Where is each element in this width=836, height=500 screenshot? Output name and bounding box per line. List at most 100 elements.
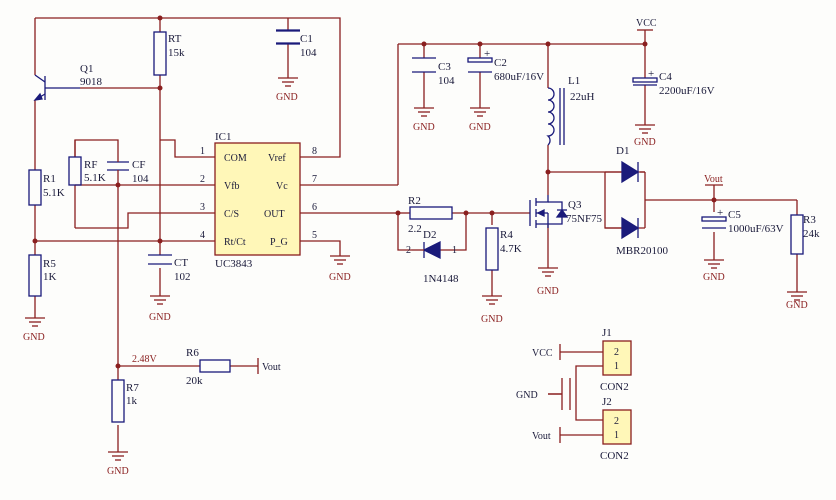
r7-value: 1k xyxy=(126,395,138,407)
ic-pin4-num: 4 xyxy=(200,230,205,241)
gnd-r3: GND xyxy=(786,291,808,311)
c4-value: 2200uF/16V xyxy=(659,85,715,97)
j1-value: CON2 xyxy=(600,381,629,393)
gnd-c5: GND xyxy=(703,259,725,283)
q3-ref: Q3 xyxy=(568,199,582,211)
ic-pin4-name: Rt/Ct xyxy=(224,237,246,248)
ic-pin5-name: P_G xyxy=(270,237,288,248)
resistor-r7: R7 1k xyxy=(111,379,139,423)
c4-plus-sign: + xyxy=(648,68,654,80)
c1-value: 104 xyxy=(300,47,317,59)
gnd-label-11: GND xyxy=(703,272,725,283)
r2-value: 2.2 xyxy=(408,223,422,235)
cf-value: 104 xyxy=(132,173,149,185)
vcc-power-flag: VCC xyxy=(636,18,657,31)
ic1-value: UC3843 xyxy=(215,258,253,270)
ic-pin8-name: Vref xyxy=(268,153,286,164)
mosfet-q3: Q3 75NF75 xyxy=(529,195,603,228)
capacitor-c2: + C2 680uF/16V xyxy=(467,48,544,83)
j2-vout-label: Vout xyxy=(532,431,551,442)
capacitor-c5: + C5 1000uF/63V xyxy=(701,207,784,235)
r4-value: 4.7K xyxy=(500,243,522,255)
gnd-label-12: GND xyxy=(786,300,808,311)
gnd-c1: GND xyxy=(276,77,298,103)
rf-ref: RF xyxy=(84,159,97,171)
ic-pin6-name: OUT xyxy=(264,209,285,220)
c4-ref: C4 xyxy=(659,71,672,83)
ic-uc3843: IC1 UC3843 COM Vfb C/S Rt/Ct Vref Vc OUT… xyxy=(200,131,317,270)
j1-ref: J1 xyxy=(602,327,612,339)
connector-j1: J1 CON2 2 1 VCC xyxy=(532,327,632,393)
resistor-r4: R4 4.7K xyxy=(485,227,522,271)
c3-value: 104 xyxy=(438,75,455,87)
r3-value: 24k xyxy=(803,228,820,240)
ic-pin7-num: 7 xyxy=(312,174,317,185)
vout-net-label-main: Vout xyxy=(704,174,723,185)
q1-ref: Q1 xyxy=(80,63,93,75)
connector-j2: J2 CON2 2 1 Vout xyxy=(532,396,632,462)
resistor-r1: R1 5.1K xyxy=(28,169,65,206)
l1-value: 22uH xyxy=(570,91,595,103)
ic-pin1-name: COM xyxy=(224,153,247,164)
ic-pin8-num: 8 xyxy=(312,146,317,157)
c3-ref: C3 xyxy=(438,61,451,73)
c5-value: 1000uF/63V xyxy=(728,223,784,235)
ground-symbols: GND GND GND GND GND xyxy=(23,77,808,477)
resistor-r5: R5 1K xyxy=(28,254,57,297)
ic-pin6-num: 6 xyxy=(312,202,317,213)
gnd-pin5: GND xyxy=(329,255,351,283)
feedback-voltage-label: 2.48V xyxy=(132,354,158,365)
r5-ref: R5 xyxy=(43,258,56,270)
r6-value: 20k xyxy=(186,375,203,387)
gnd-q3: GND xyxy=(537,267,559,297)
ic-pin3-name: C/S xyxy=(224,209,239,220)
ic-pin5-num: 5 xyxy=(312,230,317,241)
diode-d1: D1 MBR20100 xyxy=(616,145,668,257)
r4-ref: R4 xyxy=(500,229,513,241)
resistor-r3: R3 24k xyxy=(790,214,820,255)
gnd-label-7: GND xyxy=(469,122,491,133)
j1-pin1: 1 xyxy=(614,361,619,372)
vcc-net-label: VCC xyxy=(636,18,657,29)
inductor-l1: L1 22uH xyxy=(546,75,595,146)
gnd-r7: GND xyxy=(107,451,129,477)
gnd-label-9: GND xyxy=(481,314,503,325)
gnd-r4: GND xyxy=(481,295,503,325)
gnd-c3: GND xyxy=(413,107,435,133)
c2-plus-sign: + xyxy=(484,48,490,60)
j2-pin2: 2 xyxy=(614,416,619,427)
capacitor-c1: C1 104 xyxy=(276,29,317,59)
d2-ref: D2 xyxy=(423,229,436,241)
d2-value: 1N4148 xyxy=(423,273,459,285)
j1-pin2: 2 xyxy=(614,347,619,358)
gnd-c2: GND xyxy=(469,107,491,133)
gnd-c4: GND xyxy=(634,124,656,148)
capacitor-c3: C3 104 xyxy=(412,57,455,87)
rt-value: 15k xyxy=(168,47,185,59)
vout-net-label-r6: Vout xyxy=(262,362,281,373)
rf-value: 5.1K xyxy=(84,172,106,184)
gnd-label-5: GND xyxy=(107,466,129,477)
cf-ref: CF xyxy=(132,159,145,171)
gnd-label-10: GND xyxy=(537,286,559,297)
l1-ref: L1 xyxy=(568,75,580,87)
d1-value: MBR20100 xyxy=(616,245,668,257)
ic1-ref: IC1 xyxy=(215,131,232,143)
j2-pin1: 1 xyxy=(614,430,619,441)
r5-value: 1K xyxy=(43,271,57,283)
junction-dots xyxy=(32,15,717,369)
gnd-label-4: GND xyxy=(329,272,351,283)
r1-value: 5.1K xyxy=(43,187,65,199)
diode-d2: D2 1N4148 2 1 xyxy=(406,229,459,285)
c2-value: 680uF/16V xyxy=(494,71,544,83)
gnd-label-3: GND xyxy=(276,92,298,103)
ct-value: 102 xyxy=(174,271,191,283)
ic-pin2-name: Vfb xyxy=(224,181,240,192)
ic-pin7-name: Vc xyxy=(276,181,288,192)
r1-ref: R1 xyxy=(43,173,56,185)
q3-value: 75NF75 xyxy=(566,213,603,225)
gnd-ct: GND xyxy=(149,295,171,323)
capacitor-cf: CF 104 xyxy=(107,157,149,185)
